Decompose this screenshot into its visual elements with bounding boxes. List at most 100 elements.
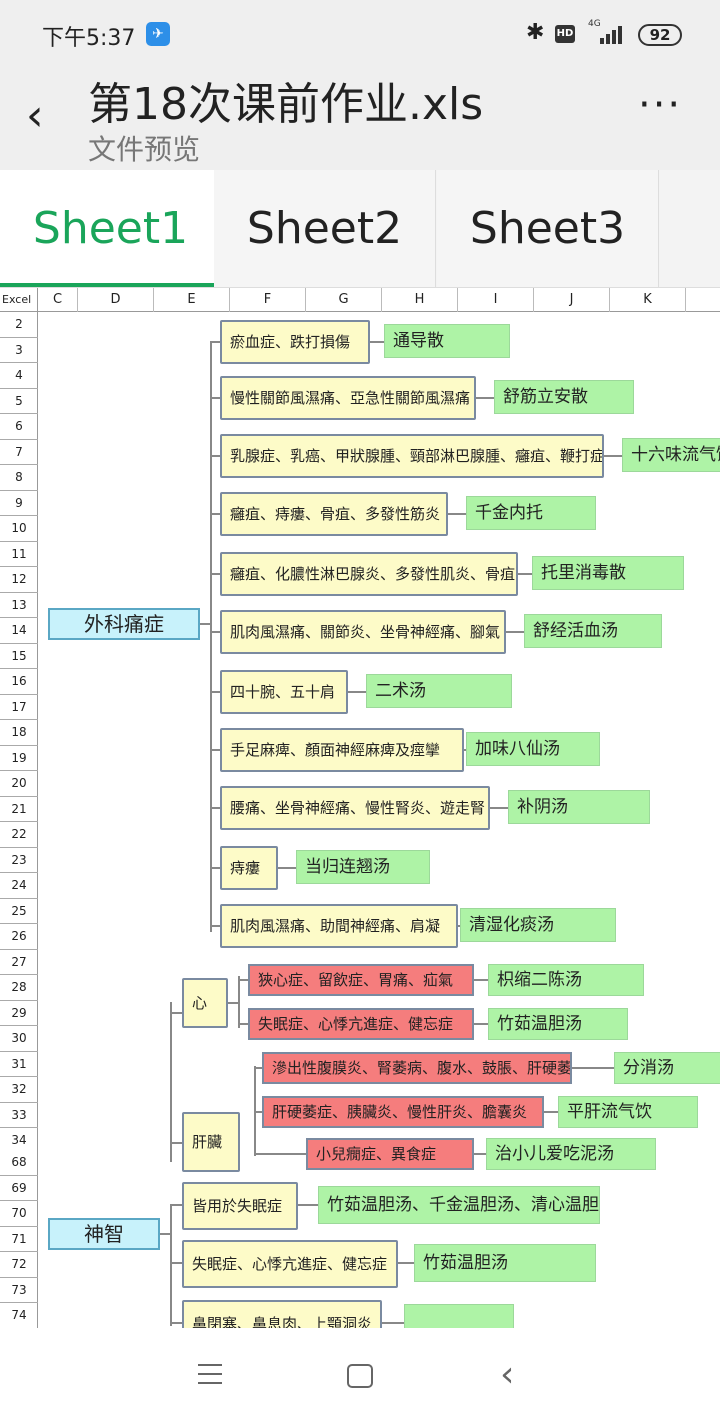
mindmap-root-node: 神智 <box>48 1218 160 1250</box>
row-header[interactable]: 72 <box>0 1252 38 1278</box>
row-header[interactable]: 73 <box>0 1278 38 1303</box>
row-header[interactable]: 29 <box>0 1001 38 1026</box>
column-header[interactable]: E <box>154 288 230 312</box>
connector-line <box>398 1262 414 1264</box>
row-header[interactable]: 25 <box>0 899 38 924</box>
connector-line <box>170 1002 172 1162</box>
connector-line <box>228 1002 240 1004</box>
row-header[interactable]: 17 <box>0 695 38 720</box>
row-header[interactable]: 12 <box>0 567 38 593</box>
formula-node: 补阴汤 <box>508 790 650 824</box>
column-header[interactable]: H <box>382 288 458 312</box>
connector-line <box>210 925 220 927</box>
connector-line <box>210 342 212 932</box>
row-header[interactable]: 69 <box>0 1176 38 1201</box>
row-header[interactable]: 5 <box>0 389 38 414</box>
formula-node: 治小儿爱吃泥汤 <box>486 1138 656 1170</box>
column-header[interactable]: G <box>306 288 382 312</box>
connector-line <box>210 455 220 457</box>
column-header[interactable]: F <box>230 288 306 312</box>
row-header[interactable]: 15 <box>0 644 38 669</box>
row-header[interactable]: 13 <box>0 593 38 618</box>
formula-node: 清湿化痰汤 <box>460 908 616 942</box>
row-header[interactable]: 10 <box>0 516 38 542</box>
column-header[interactable]: D <box>78 288 154 312</box>
back-icon[interactable]: ‹ <box>26 90 44 141</box>
row-header[interactable]: 21 <box>0 797 38 822</box>
connector-line <box>572 1067 614 1069</box>
row-header[interactable]: 30 <box>0 1026 38 1052</box>
more-options-icon[interactable]: ··· <box>638 82 683 128</box>
row-header[interactable]: 2 <box>0 312 38 338</box>
connector-line <box>474 979 488 981</box>
row-header[interactable]: 26 <box>0 924 38 950</box>
connector-line <box>210 397 220 399</box>
row-header[interactable]: 71 <box>0 1227 38 1252</box>
menu-icon[interactable] <box>198 1364 224 1386</box>
condition-node: 手足麻痺、顏面神經麻痺及痙攣 <box>220 728 464 772</box>
connector-line <box>506 631 524 633</box>
connector-line <box>210 749 220 751</box>
column-header[interactable]: I <box>458 288 534 312</box>
row-header[interactable]: 7 <box>0 440 38 465</box>
row-header[interactable]: 74 <box>0 1303 38 1328</box>
formula-node: 平肝流气饮 <box>558 1096 698 1128</box>
row-header[interactable]: 14 <box>0 618 38 644</box>
row-header[interactable]: 9 <box>0 491 38 516</box>
connector-line <box>464 749 466 751</box>
column-header[interactable]: K <box>610 288 686 312</box>
signal-icon <box>600 26 626 44</box>
column-header[interactable]: J <box>534 288 610 312</box>
battery-icon: 92 <box>638 24 682 46</box>
connector-line <box>298 1204 318 1206</box>
connector-line <box>370 341 384 343</box>
row-header[interactable]: 24 <box>0 873 38 899</box>
app-header: ‹ 第18次课前作业.xls 文件预览 ··· <box>0 68 720 170</box>
status-bar: 下午5:37 ✈ ✱ HD 4G 92 <box>0 0 720 68</box>
organ-node: 心 <box>182 978 228 1028</box>
row-header[interactable]: 27 <box>0 950 38 975</box>
row-header[interactable]: 11 <box>0 542 38 567</box>
formula-node <box>404 1304 514 1328</box>
network-type: 4G <box>588 19 601 29</box>
condition-node: 慢性關節風濕痛、亞急性關節風濕痛 <box>220 376 476 420</box>
row-header[interactable]: 23 <box>0 848 38 873</box>
system-nav-bar: ‹ <box>0 1328 720 1424</box>
connector-line <box>490 807 508 809</box>
connector-line <box>238 976 240 1028</box>
row-header[interactable]: 20 <box>0 771 38 797</box>
row-header[interactable]: 3 <box>0 338 38 363</box>
row-header[interactable]: 32 <box>0 1077 38 1103</box>
row-header[interactable]: 68 <box>0 1150 38 1176</box>
row-header[interactable]: 31 <box>0 1052 38 1077</box>
home-icon[interactable] <box>347 1364 373 1388</box>
back-nav-icon[interactable]: ‹ <box>500 1354 515 1395</box>
connector-line <box>448 513 466 515</box>
column-header[interactable]: C <box>38 288 78 312</box>
tab-sheet1[interactable]: Sheet1 <box>0 170 222 287</box>
file-subtitle: 文件预览 <box>88 133 201 166</box>
sheet-corner: Excel <box>0 288 38 312</box>
formula-node: 竹茹温胆汤、千金温胆汤、清心温胆汤 <box>318 1186 600 1224</box>
row-header[interactable]: 19 <box>0 746 38 771</box>
row-header[interactable]: 70 <box>0 1201 38 1227</box>
row-header[interactable]: 16 <box>0 669 38 695</box>
tab-sheet2[interactable]: Sheet2 <box>214 170 436 287</box>
connector-line <box>254 1111 262 1113</box>
tab-sheet3[interactable]: Sheet3 <box>437 170 659 287</box>
connector-line <box>210 341 220 343</box>
condition-node: 狹心症、留飲症、胃痛、疝氣 <box>248 964 474 996</box>
row-header[interactable]: 33 <box>0 1103 38 1128</box>
row-header[interactable]: 4 <box>0 363 38 389</box>
row-header[interactable]: 22 <box>0 822 38 848</box>
connector-line <box>170 1262 182 1264</box>
row-header[interactable]: 18 <box>0 720 38 746</box>
row-header[interactable]: 6 <box>0 414 38 440</box>
condition-node: 痔瘻 <box>220 846 278 890</box>
connector-line <box>474 1153 486 1155</box>
row-header[interactable]: 28 <box>0 975 38 1001</box>
row-header[interactable]: 8 <box>0 465 38 491</box>
